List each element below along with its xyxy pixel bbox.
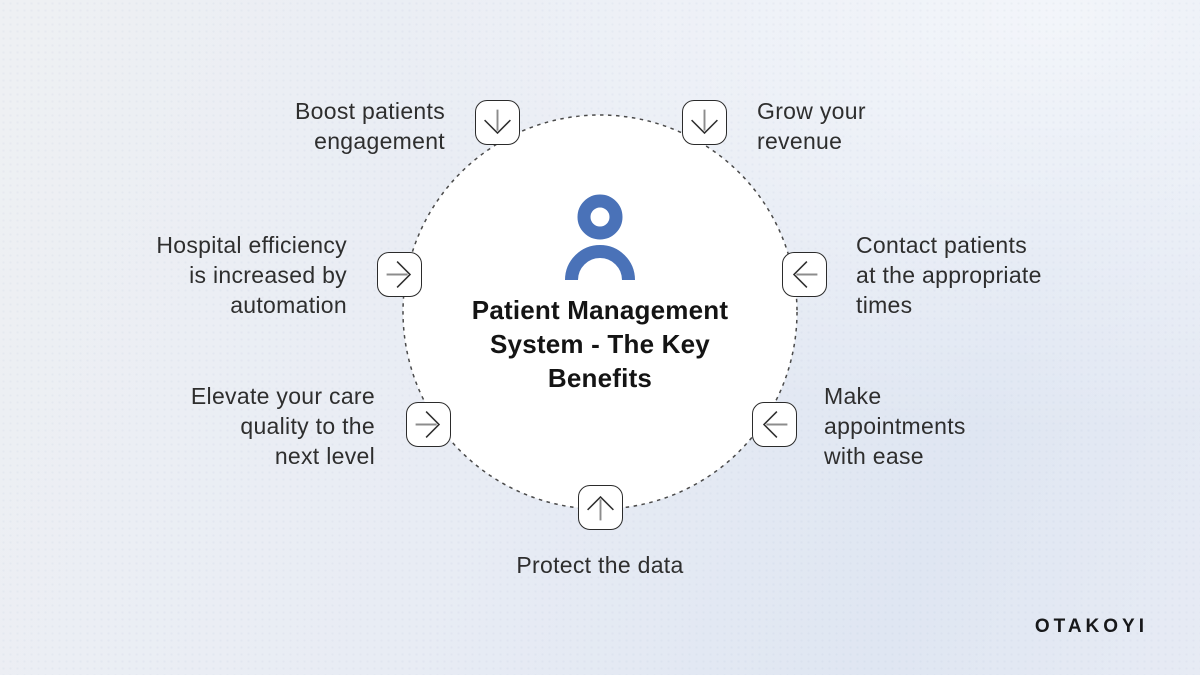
benefit-label-contact: Contact patients at the appropriate time… [856,232,1042,318]
benefit-arrow-box-boost [475,100,520,145]
benefit-label-grow: Grow your revenue [757,98,866,154]
benefit-arrow-box-contact [782,252,827,297]
left-arrow-icon [792,261,818,288]
right-arrow-icon [386,261,412,288]
down-arrow-icon [691,109,718,135]
benefit-arrow-box-hospital [377,252,422,297]
benefit-label-make: Make appointments with ease [824,383,966,469]
benefit-arrow-box-elevate [406,402,451,447]
benefit-label-boost: Boost patients engagement [295,98,445,154]
benefit-label-elevate: Elevate your care quality to the next le… [190,383,375,469]
benefit-arrow-box-protect [578,485,623,530]
right-arrow-icon [415,411,441,438]
person-icon [565,194,635,280]
diagram-title: Patient Management System - The Key Bene… [471,295,729,393]
brand-logo-otakoyi: OTAKOYI [1034,616,1148,637]
down-arrow-icon [484,109,511,135]
benefit-arrow-box-make [752,402,797,447]
left-arrow-icon [762,411,788,438]
benefit-label-hospital: Hospital efficiency is increased by auto… [156,232,347,318]
benefit-label-protect: Protect the data [516,552,684,578]
up-arrow-icon [587,495,614,521]
benefit-arrow-box-grow [682,100,727,145]
